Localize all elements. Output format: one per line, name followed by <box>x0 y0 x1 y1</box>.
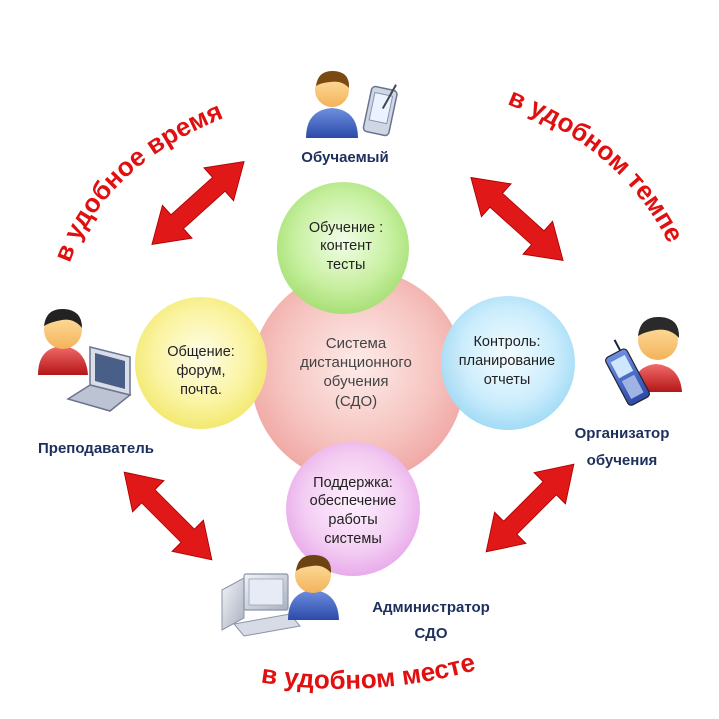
top-line-2: контент <box>320 238 372 254</box>
person-with-phone-icon <box>605 316 682 406</box>
bottom-line-1: Поддержка: <box>313 475 393 491</box>
arc-label-top-left: в удобное время <box>47 96 226 266</box>
person-with-pda-icon <box>306 70 398 138</box>
arrow-top-right <box>455 160 579 278</box>
role-organizer-line-1: Организатор <box>575 425 670 442</box>
arrow-bottom-left <box>108 456 228 576</box>
bottom-line-3: работы <box>328 512 377 528</box>
arc-label-bottom: в удобном месте <box>260 647 479 695</box>
left-line-1: Общение: <box>167 344 235 360</box>
right-line-3: отчеты <box>484 372 531 388</box>
left-line-2: форум, <box>177 363 226 379</box>
right-line-2: планирование <box>459 353 555 369</box>
role-admin-line-2: СДО <box>415 625 448 642</box>
role-organizer-line-2: обучения <box>587 452 658 469</box>
top-line-3: тесты <box>327 257 366 273</box>
role-learner: Обучаемый <box>301 149 388 166</box>
arrow-bottom-right <box>470 448 590 568</box>
center-line-3: обучения <box>323 373 388 390</box>
bottom-circle <box>286 442 420 576</box>
right-circle <box>441 296 575 430</box>
person-with-laptop-icon <box>38 308 132 412</box>
bottom-line-4: системы <box>324 531 382 547</box>
top-line-1: Обучение : <box>309 220 383 236</box>
role-teacher: Преподаватель <box>38 440 154 457</box>
center-line-1: Система <box>326 335 387 352</box>
top-circle <box>277 182 409 314</box>
left-line-3: почта. <box>180 382 222 398</box>
arrow-top-left <box>136 144 260 262</box>
center-circle <box>251 269 465 483</box>
right-line-1: Контроль: <box>473 334 540 350</box>
center-line-2: дистанционного <box>300 354 412 371</box>
center-line-4: (СДО) <box>335 393 377 410</box>
person-with-computer-icon <box>221 554 339 637</box>
role-admin-line-1: Администратор <box>372 599 490 616</box>
bottom-line-2: обеспечение <box>310 493 397 509</box>
left-circle <box>135 297 267 429</box>
